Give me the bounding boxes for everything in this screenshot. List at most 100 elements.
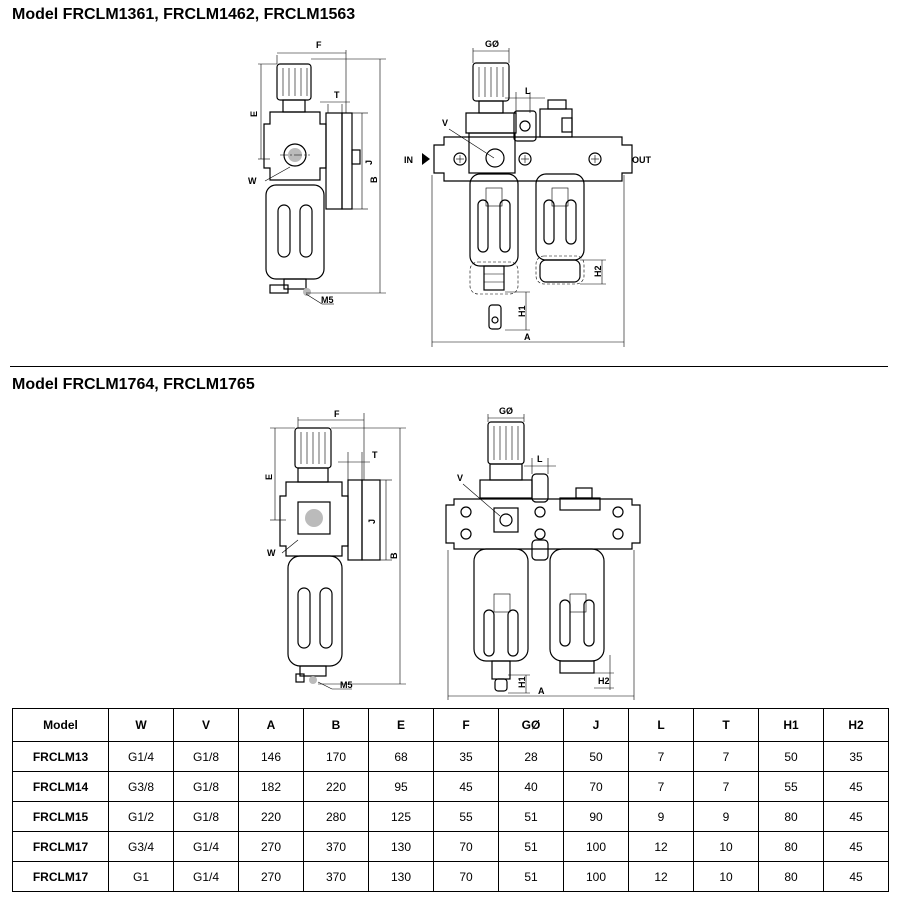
- dim-label-b-bottom: B: [389, 552, 399, 559]
- table-cell: 270: [238, 831, 304, 862]
- table-cell: G3/4: [108, 831, 174, 862]
- table-cell: 170: [303, 741, 369, 772]
- dim-label-t-bottom: T: [372, 450, 378, 460]
- column-header-f: F: [433, 708, 499, 742]
- table-row: FRCLM13 G1/4 G1/8 146 170 68 35 28 50 7 …: [12, 741, 889, 772]
- dim-label-e-bottom: E: [264, 474, 274, 480]
- column-header-v: V: [173, 708, 239, 742]
- table-cell: G1/4: [108, 741, 174, 772]
- table-cell: 9: [693, 801, 759, 832]
- table-cell: 68: [368, 741, 434, 772]
- table-cell: 100: [563, 831, 629, 862]
- table-cell: 182: [238, 771, 304, 802]
- table-cell: G1/8: [173, 741, 239, 772]
- dim-label-t-top: T: [334, 90, 340, 100]
- table-cell: 370: [303, 831, 369, 862]
- column-header-e: E: [368, 708, 434, 742]
- table-cell: 55: [433, 801, 499, 832]
- dim-label-g-top: GØ: [485, 39, 499, 49]
- table-cell: G3/8: [108, 771, 174, 802]
- side-view-top: F E T J B W M5: [248, 40, 386, 305]
- table-cell: 125: [368, 801, 434, 832]
- table-header-row: Model W V A B E F GØ J L T H1 H2: [12, 708, 889, 742]
- table-cell: 80: [758, 861, 824, 892]
- side-view-bottom: F E T J B W M5: [264, 409, 406, 690]
- table-row: FRCLM15 G1/2 G1/8 220 280 125 55 51 90 9…: [12, 801, 889, 832]
- table-cell: 70: [563, 771, 629, 802]
- column-header-b: B: [303, 708, 369, 742]
- column-header-g: GØ: [498, 708, 564, 742]
- table-cell: 90: [563, 801, 629, 832]
- dim-label-j-bottom: J: [367, 519, 377, 524]
- dim-label-w-bottom: W: [267, 548, 276, 558]
- dim-label-h1-bottom: H1: [517, 676, 527, 688]
- table-cell: 370: [303, 861, 369, 892]
- column-header-l: L: [628, 708, 694, 742]
- table-cell: G1/8: [173, 801, 239, 832]
- table-cell: 80: [758, 801, 824, 832]
- dimension-table: Model W V A B E F GØ J L T H1 H2 FRCLM13…: [12, 708, 889, 892]
- table-cell: 51: [498, 801, 564, 832]
- table-cell-model: FRCLM17: [12, 831, 109, 862]
- table-row: FRCLM17 G3/4 G1/4 270 370 130 70 51 100 …: [12, 831, 889, 862]
- table-cell: 51: [498, 861, 564, 892]
- table-cell-model: FRCLM15: [12, 801, 109, 832]
- table-cell-model: FRCLM17: [12, 861, 109, 892]
- column-header-j: J: [563, 708, 629, 742]
- table-cell: 50: [563, 741, 629, 772]
- table-cell: 35: [823, 741, 889, 772]
- dim-label-m5-bottom: M5: [340, 680, 353, 690]
- column-header-h2: H2: [823, 708, 889, 742]
- heading-top-models: Model FRCLM1361, FRCLM1462, FRCLM1563: [12, 6, 356, 23]
- table-cell: 7: [628, 771, 694, 802]
- table-cell: G1/4: [173, 831, 239, 862]
- section-divider: [10, 366, 888, 367]
- table-cell: 9: [628, 801, 694, 832]
- table-cell: 270: [238, 861, 304, 892]
- table-cell: 130: [368, 861, 434, 892]
- column-header-h1: H1: [758, 708, 824, 742]
- table-cell: 45: [823, 861, 889, 892]
- dim-label-h1-top: H1: [517, 305, 527, 317]
- table-cell: G1/4: [173, 861, 239, 892]
- dim-label-f-top: F: [316, 40, 322, 50]
- table-body: FRCLM13 G1/4 G1/8 146 170 68 35 28 50 7 …: [12, 741, 889, 892]
- table-cell: 45: [823, 831, 889, 862]
- table-cell: 55: [758, 771, 824, 802]
- table-cell: 7: [628, 741, 694, 772]
- dim-label-l-bottom: L: [537, 454, 543, 464]
- table-cell: 45: [823, 801, 889, 832]
- table-cell: 280: [303, 801, 369, 832]
- table-cell: 45: [433, 771, 499, 802]
- dim-label-e-top: E: [249, 111, 259, 117]
- dim-label-f-bottom: F: [334, 409, 340, 419]
- table-cell: 12: [628, 831, 694, 862]
- dim-label-a-bottom: A: [538, 686, 545, 696]
- table-cell: 130: [368, 831, 434, 862]
- table-row: FRCLM17 G1 G1/4 270 370 130 70 51 100 12…: [12, 861, 889, 892]
- dim-label-j-top: J: [364, 160, 374, 165]
- table-cell: G1: [108, 861, 174, 892]
- dim-label-b-top: B: [369, 176, 379, 183]
- table-cell: 10: [693, 831, 759, 862]
- table-row: FRCLM14 G3/8 G1/8 182 220 95 45 40 70 7 …: [12, 771, 889, 802]
- column-header-model: Model: [12, 708, 109, 742]
- table-cell: 40: [498, 771, 564, 802]
- table-cell: 7: [693, 741, 759, 772]
- dim-label-v-bottom: V: [457, 473, 463, 483]
- table-cell: 35: [433, 741, 499, 772]
- table-cell: 50: [758, 741, 824, 772]
- dim-label-h2-bottom: H2: [598, 676, 610, 686]
- table-cell: 12: [628, 861, 694, 892]
- drawing-bottom: F E T J B W M5: [264, 406, 641, 700]
- table-cell: 45: [823, 771, 889, 802]
- table-cell: 51: [498, 831, 564, 862]
- column-header-t: T: [693, 708, 759, 742]
- dim-label-v-top: V: [442, 118, 448, 128]
- table-cell: 28: [498, 741, 564, 772]
- front-view-bottom: GØ L V H1 H2 A: [445, 406, 641, 700]
- dim-label-g-bottom: GØ: [499, 406, 513, 416]
- dim-label-l-top: L: [525, 86, 531, 96]
- drawing-top: F E T J B W M5: [248, 39, 652, 347]
- table-cell: 10: [693, 861, 759, 892]
